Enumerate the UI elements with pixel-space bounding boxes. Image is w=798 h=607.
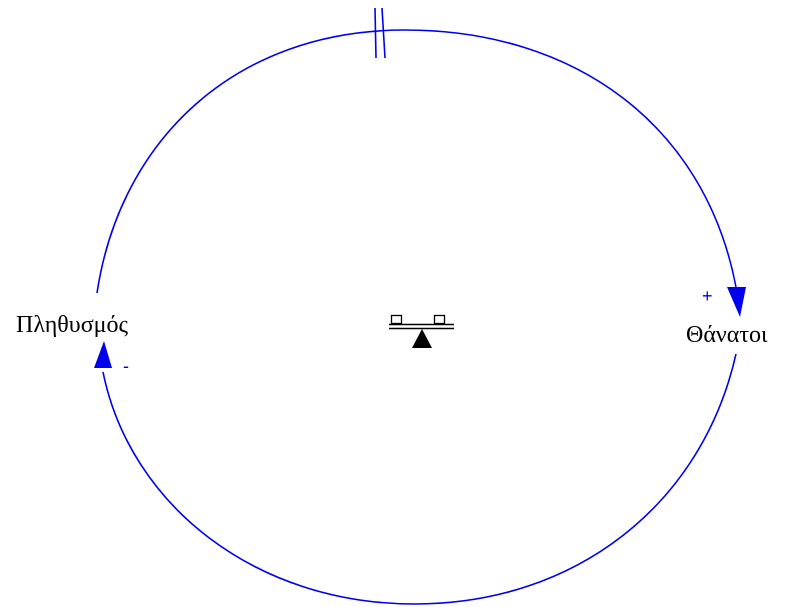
polarity-sign-minus: - — [123, 356, 129, 376]
link-population-to-deaths[interactable] — [96, 29, 737, 294]
delay-marker — [374, 7, 386, 59]
arrowhead-to-population — [94, 341, 112, 368]
polarity-sign-plus: + — [702, 286, 713, 306]
variable-deaths[interactable]: Θάνατοι — [686, 322, 768, 348]
link-deaths-to-population[interactable] — [102, 353, 737, 605]
arrowhead-to-deaths — [727, 287, 746, 317]
seesaw-icon — [389, 314, 454, 348]
variable-population[interactable]: Πληθυσμός — [16, 312, 128, 338]
